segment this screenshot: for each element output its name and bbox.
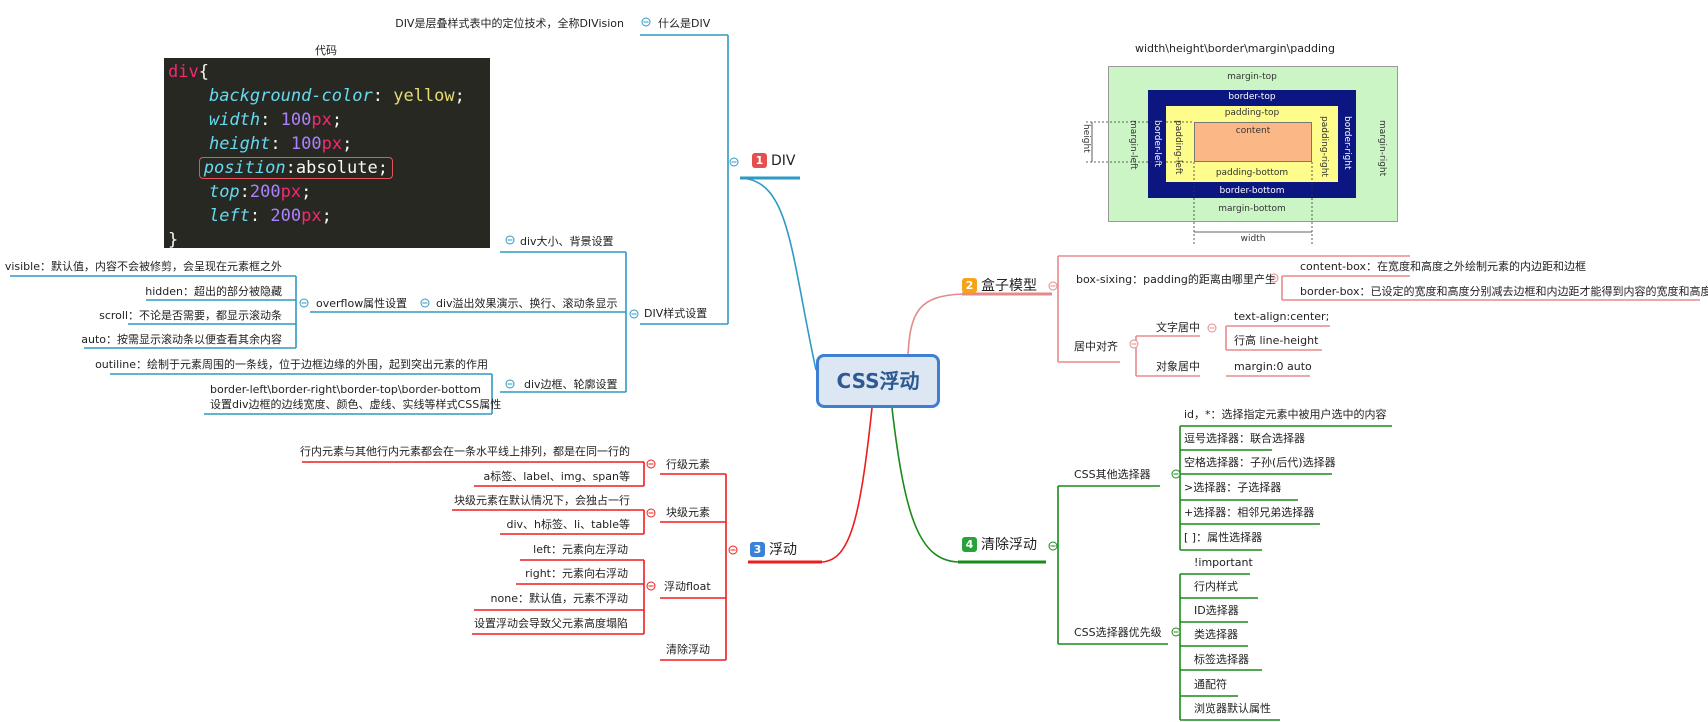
- padding-left-label: padding-left: [1173, 120, 1183, 175]
- margin-right-label: margin-right: [1377, 120, 1387, 177]
- priority-item[interactable]: ID选择器: [1194, 604, 1239, 617]
- inline-element-node[interactable]: 行级元素: [666, 458, 710, 471]
- content-area: [1194, 122, 1312, 162]
- div-border-node[interactable]: div边框、轮廓设置: [524, 378, 618, 391]
- border-box-item[interactable]: border-box：已设定的宽度和高度分别减去边框和内边距才能得到内容的宽度和…: [1300, 285, 1708, 298]
- selector-item[interactable]: [ ]：属性选择器: [1184, 531, 1263, 544]
- priority-badge-4: 4: [962, 537, 977, 552]
- block-desc[interactable]: 块级元素在默认情况下，会独占一行: [454, 494, 630, 507]
- border-props-line2[interactable]: 设置div边框的边线宽度、颜色、虚线、实线等样式CSS属性: [210, 398, 502, 411]
- priority-badge-1: 1: [752, 153, 767, 168]
- clear-branch-lines: [891, 407, 1392, 721]
- code-line: left: 200px;: [208, 206, 332, 226]
- selector-item[interactable]: id，*：选择指定元素中被用户选中的内容: [1184, 408, 1387, 421]
- selector-item[interactable]: +选择器：相邻兄弟选择器: [1184, 506, 1315, 519]
- priority-item[interactable]: 标签选择器: [1194, 653, 1249, 666]
- box-branch-node[interactable]: 2 盒子模型: [962, 277, 1037, 295]
- priority-item[interactable]: !important: [1194, 556, 1253, 569]
- text-center-node[interactable]: 文字居中: [1156, 321, 1200, 334]
- float-branch-label: 浮动: [769, 542, 797, 558]
- box-sizing-node[interactable]: box-sixing：padding的距离由哪里产生: [1076, 273, 1276, 286]
- margin-auto-item[interactable]: margin:0 auto: [1234, 360, 1312, 373]
- box-model-title: width\height\border\margin\padding: [1134, 42, 1335, 55]
- priority-item[interactable]: 浏览器默认属性: [1194, 702, 1271, 715]
- text-align-item[interactable]: text-align:center;: [1234, 310, 1330, 323]
- inline-examples[interactable]: a标签、label、img、span等: [483, 470, 630, 483]
- root-topic[interactable]: CSS浮动: [816, 354, 940, 408]
- priority-node[interactable]: CSS选择器优先级: [1074, 626, 1162, 639]
- float-branch-lines: [302, 407, 873, 661]
- padding-right-label: padding-right: [1319, 116, 1329, 177]
- box-branch-lines: [907, 255, 1700, 377]
- border-left-label: border-left: [1152, 120, 1162, 167]
- outline-desc[interactable]: outiline：绘制于元素周围的一条线，位于边框边缘的外围，起到突出元素的作用: [95, 358, 488, 371]
- float-branch-node[interactable]: 3 浮动: [750, 541, 797, 559]
- clear-branch-node[interactable]: 4 清除浮动: [962, 536, 1037, 554]
- other-selectors-node[interactable]: CSS其他选择器: [1074, 468, 1151, 481]
- div-branch-node[interactable]: 1 DIV: [752, 152, 796, 170]
- overflow-prop-node[interactable]: overflow属性设置: [316, 297, 408, 310]
- overflow-auto[interactable]: auto：按需显示滚动条以便查看其余内容: [81, 333, 282, 346]
- overflow-scroll[interactable]: scroll：不论是否需要，都显示滚动条: [99, 309, 282, 322]
- div-style-node[interactable]: DIV样式设置: [644, 307, 708, 320]
- object-center-node[interactable]: 对象居中: [1156, 360, 1200, 373]
- div-size-bg-node[interactable]: div大小、背景设置: [520, 235, 614, 248]
- margin-top-label: margin-top: [1227, 72, 1277, 82]
- float-collapse-note[interactable]: 设置浮动会导致父元素高度塌陷: [474, 617, 628, 630]
- code-line: }: [168, 230, 179, 250]
- selector-item[interactable]: >选择器：子选择器: [1184, 481, 1282, 494]
- clear-branch-label: 清除浮动: [981, 537, 1037, 553]
- div-overflow-node[interactable]: div溢出效果演示、换行、滚动条显示: [436, 297, 618, 310]
- margin-left-label: margin-left: [1128, 120, 1138, 170]
- box-branch-label: 盒子模型: [981, 278, 1037, 294]
- float-prop-node[interactable]: 浮动float: [664, 580, 711, 593]
- content-label: content: [1235, 126, 1271, 136]
- priority-badge-3: 3: [750, 542, 765, 557]
- code-line: height: 100px;: [208, 134, 353, 154]
- margin-bottom-label: margin-bottom: [1218, 204, 1286, 214]
- selector-item[interactable]: 空格选择器：子孙(后代)选择器: [1184, 456, 1336, 469]
- code-block: div{ background-color: yellow; width: 10…: [164, 58, 490, 250]
- border-right-label: border-right: [1342, 116, 1352, 170]
- content-box-item[interactable]: content-box：在宽度和高度之外绘制元素的内边距和边框: [1300, 260, 1586, 273]
- what-is-div-desc[interactable]: DIV是层叠样式表中的定位技术，全称DIVision: [395, 17, 624, 30]
- float-left-item[interactable]: left：元素向左浮动: [533, 543, 628, 556]
- div-branch-label: DIV: [771, 153, 796, 169]
- line-height-item[interactable]: 行高 line-height: [1234, 334, 1319, 347]
- collapse-markers: [299, 17, 1279, 637]
- code-line: div{: [168, 62, 209, 82]
- priority-badge-2: 2: [962, 278, 977, 293]
- selector-item[interactable]: 逗号选择器：联合选择器: [1184, 432, 1305, 445]
- border-bottom-label: border-bottom: [1219, 186, 1285, 196]
- border-props-line1[interactable]: border-left\border-right\border-top\bord…: [210, 383, 481, 396]
- height-label: height: [1081, 124, 1091, 153]
- inline-desc[interactable]: 行内元素与其他行内元素都会在一条水平线上排列，都是在同一行的: [300, 445, 630, 458]
- padding-bottom-label: padding-bottom: [1215, 168, 1289, 178]
- border-top-label: border-top: [1228, 92, 1276, 102]
- overflow-hidden[interactable]: hidden：超出的部分被隐藏: [145, 285, 282, 298]
- center-align-node[interactable]: 居中对齐: [1074, 340, 1118, 353]
- code-line: background-color: yellow;: [208, 86, 465, 106]
- priority-item[interactable]: 行内样式: [1194, 580, 1238, 593]
- priority-item[interactable]: 类选择器: [1194, 628, 1238, 641]
- block-element-node[interactable]: 块级元素: [666, 506, 710, 519]
- code-line: width: 100px;: [208, 110, 343, 130]
- what-is-div-node[interactable]: 什么是DIV: [658, 17, 711, 30]
- float-right-item[interactable]: right：元素向右浮动: [525, 567, 628, 580]
- width-label: width: [1240, 234, 1266, 244]
- div-branch-lines: [10, 34, 817, 415]
- code-line-highlighted: position:absolute;: [168, 156, 490, 180]
- code-line: top:200px;: [208, 182, 312, 202]
- code-title: 代码: [315, 44, 337, 57]
- block-examples[interactable]: div、h标签、li、table等: [506, 518, 631, 531]
- padding-top-label: padding-top: [1224, 108, 1280, 118]
- overflow-visible[interactable]: visible：默认值，内容不会被修剪，会呈现在元素框之外: [4, 260, 282, 273]
- clear-float-sub-node[interactable]: 清除浮动: [666, 643, 710, 656]
- float-none-item[interactable]: none：默认值，元素不浮动: [490, 592, 628, 605]
- priority-item[interactable]: 通配符: [1194, 678, 1227, 691]
